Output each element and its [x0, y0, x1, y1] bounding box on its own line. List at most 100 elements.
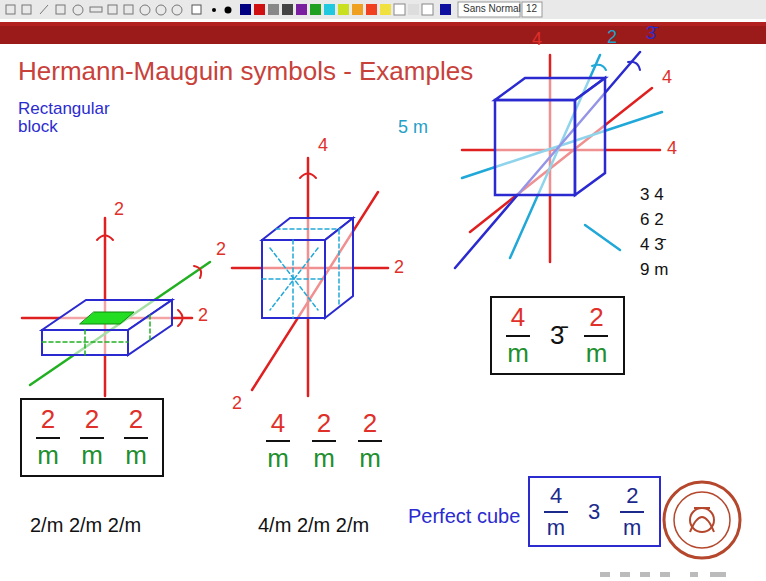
- rotation-curl: [592, 65, 606, 70]
- symmetry-axis-order: 2: [363, 410, 377, 437]
- fraction-bar: [544, 511, 568, 513]
- rotation-curl: [300, 174, 316, 179]
- hm-symbol: 2m: [584, 304, 608, 367]
- fraction-bar: [584, 335, 608, 337]
- axis-label: 2: [216, 240, 226, 259]
- fraction-bar: [36, 437, 60, 439]
- threefold-axis: [455, 52, 640, 268]
- cube-side: [575, 78, 605, 195]
- mirror-trace: [42, 341, 128, 343]
- mirror-traces: [262, 229, 340, 318]
- symmetry-axis-order: 2: [317, 410, 331, 437]
- element-count: 6 2: [640, 211, 664, 229]
- rotation-curl: [194, 266, 201, 278]
- slide-title: Hermann-Mauguin symbols - Examples: [18, 58, 473, 85]
- mirror-symbol: m: [507, 340, 529, 367]
- symbol-note: 4/m 2/m 2/m: [258, 515, 369, 536]
- axis-label: 2: [394, 258, 404, 277]
- toolbar: [0, 0, 766, 19]
- symmetry-axis-order: 2: [41, 406, 55, 433]
- axis-label: 2: [607, 28, 617, 47]
- slide-navigation: [600, 572, 726, 577]
- banner: [0, 22, 766, 44]
- symmetry-axis-order: 2: [626, 484, 638, 507]
- mirror-symbol: m: [37, 442, 59, 469]
- block-front: [42, 330, 128, 355]
- fraction-bar: [506, 335, 530, 337]
- element-count: 9 m: [640, 261, 668, 279]
- mirror-trace: [149, 315, 151, 340]
- hm-symbol: 3: [588, 500, 600, 523]
- size-box: [522, 2, 542, 17]
- cube-figure: [455, 52, 662, 268]
- symmetry-axis-order: 2: [129, 406, 143, 433]
- block-side: [128, 300, 172, 355]
- hm-symbol-row: 4m2m2m: [266, 410, 382, 473]
- mirror-symbol: m: [623, 516, 641, 539]
- hm-symbol: 4m: [266, 410, 290, 473]
- axis-label: 3̄: [646, 24, 656, 43]
- prism-front: [262, 240, 325, 318]
- hm-symbol: 2m: [312, 410, 336, 473]
- symmetry-axis-order: 3: [588, 500, 600, 523]
- toolbar-text: Sans Normal: [463, 4, 521, 15]
- figure-caption: Perfect cube: [408, 506, 520, 527]
- symmetry-axis-order: 2: [85, 406, 99, 433]
- mirror-count: 5 m: [398, 118, 428, 137]
- fraction-bar: [312, 440, 336, 442]
- hm-symbol: 4m: [506, 304, 530, 367]
- mirror-symbol: m: [267, 445, 289, 472]
- symmetry-axis-order: 3̄: [550, 322, 564, 349]
- axis-label: 2: [114, 200, 124, 219]
- hm-symbol: 2m: [124, 406, 148, 469]
- hm-symbol: 2m: [80, 406, 104, 469]
- mirror-symbol: m: [125, 442, 147, 469]
- symbol-box: 2m2m2m: [20, 398, 164, 477]
- toolbar-text: 12: [526, 4, 537, 15]
- twofold-axis: [252, 192, 378, 390]
- fraction-bar: [358, 440, 382, 442]
- axis-label: 4: [667, 139, 677, 158]
- mirror-patch: [80, 312, 134, 324]
- hm-symbol: 3̄: [550, 322, 564, 349]
- hm-symbol: 4m: [544, 484, 568, 538]
- symmetry-axis-order: 4: [271, 410, 285, 437]
- hm-symbol: 2m: [358, 410, 382, 473]
- axis-label: 4: [532, 30, 542, 49]
- hm-symbol: 2m: [620, 484, 644, 538]
- fraction-bar: [266, 440, 290, 442]
- fraction-bar: [80, 437, 104, 439]
- prism-figure: [232, 158, 388, 396]
- institute-logo: [664, 482, 740, 558]
- rotation-curl: [178, 310, 183, 326]
- mirror-symbol: m: [81, 442, 103, 469]
- rotation-curl: [628, 62, 640, 70]
- toolbar-icons: [6, 5, 182, 15]
- element-count: 4 3̄: [640, 236, 664, 254]
- fraction-bar: [124, 437, 148, 439]
- mirror-symbol: m: [547, 516, 565, 539]
- hm-symbol: 2m: [36, 406, 60, 469]
- axis-label: 4: [318, 136, 328, 155]
- symbol-box: 4m32m: [528, 476, 661, 547]
- axis-label: 2: [232, 394, 242, 413]
- twofold-axis: [30, 262, 210, 385]
- cube-front: [495, 100, 575, 195]
- rotation-curl: [97, 236, 113, 241]
- fraction-bar: [620, 511, 644, 513]
- axis-label: 4: [662, 68, 672, 87]
- mirror-symbol: m: [359, 445, 381, 472]
- color-palette: [192, 4, 451, 15]
- figure-caption: Rectangular block: [18, 100, 118, 136]
- mirror-symbol: m: [313, 445, 335, 472]
- font-box: [458, 2, 520, 17]
- symbol-note: 2/m 2/m 2/m: [30, 515, 141, 536]
- symmetry-axis-order: 2: [589, 304, 603, 331]
- axis-label: 2: [198, 306, 208, 325]
- symbol-box: 4m3̄2m: [490, 296, 625, 375]
- symmetry-axis-order: 4: [511, 304, 525, 331]
- fourfold-axis: [470, 88, 652, 232]
- element-count: 3 4: [640, 186, 664, 204]
